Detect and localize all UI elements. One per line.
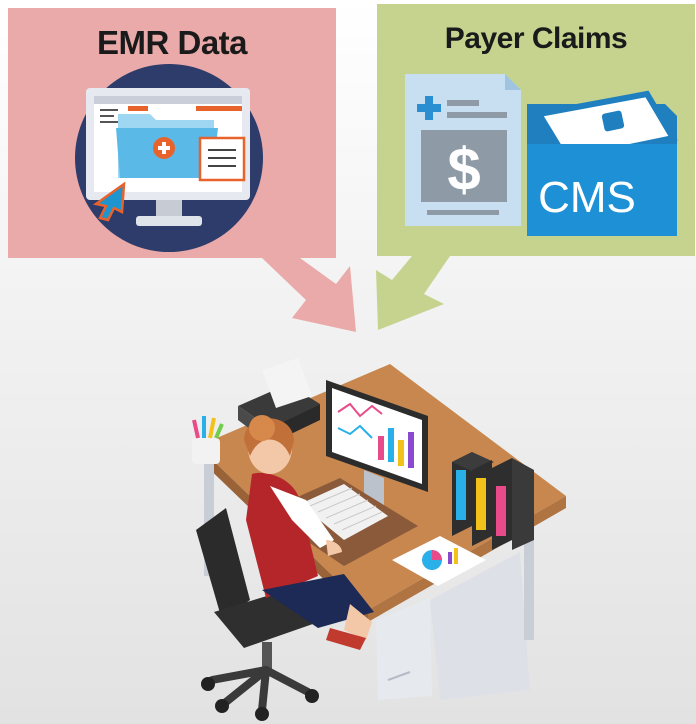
dollar-sign-icon: $ [447,136,480,203]
payer-claims-icon: $ CMS [405,74,678,236]
payer-claims-title: Payer Claims [444,22,628,55]
emr-arrow [262,258,356,332]
cms-card-label: CMS [538,173,636,222]
emr-computer-icon [75,64,263,252]
emr-data-panel: EMR Data [8,8,336,258]
payer-arrow [376,256,450,330]
payer-claims-panel: Payer Claims $ CMS [377,4,695,256]
emr-data-title: EMR Data [96,24,248,61]
